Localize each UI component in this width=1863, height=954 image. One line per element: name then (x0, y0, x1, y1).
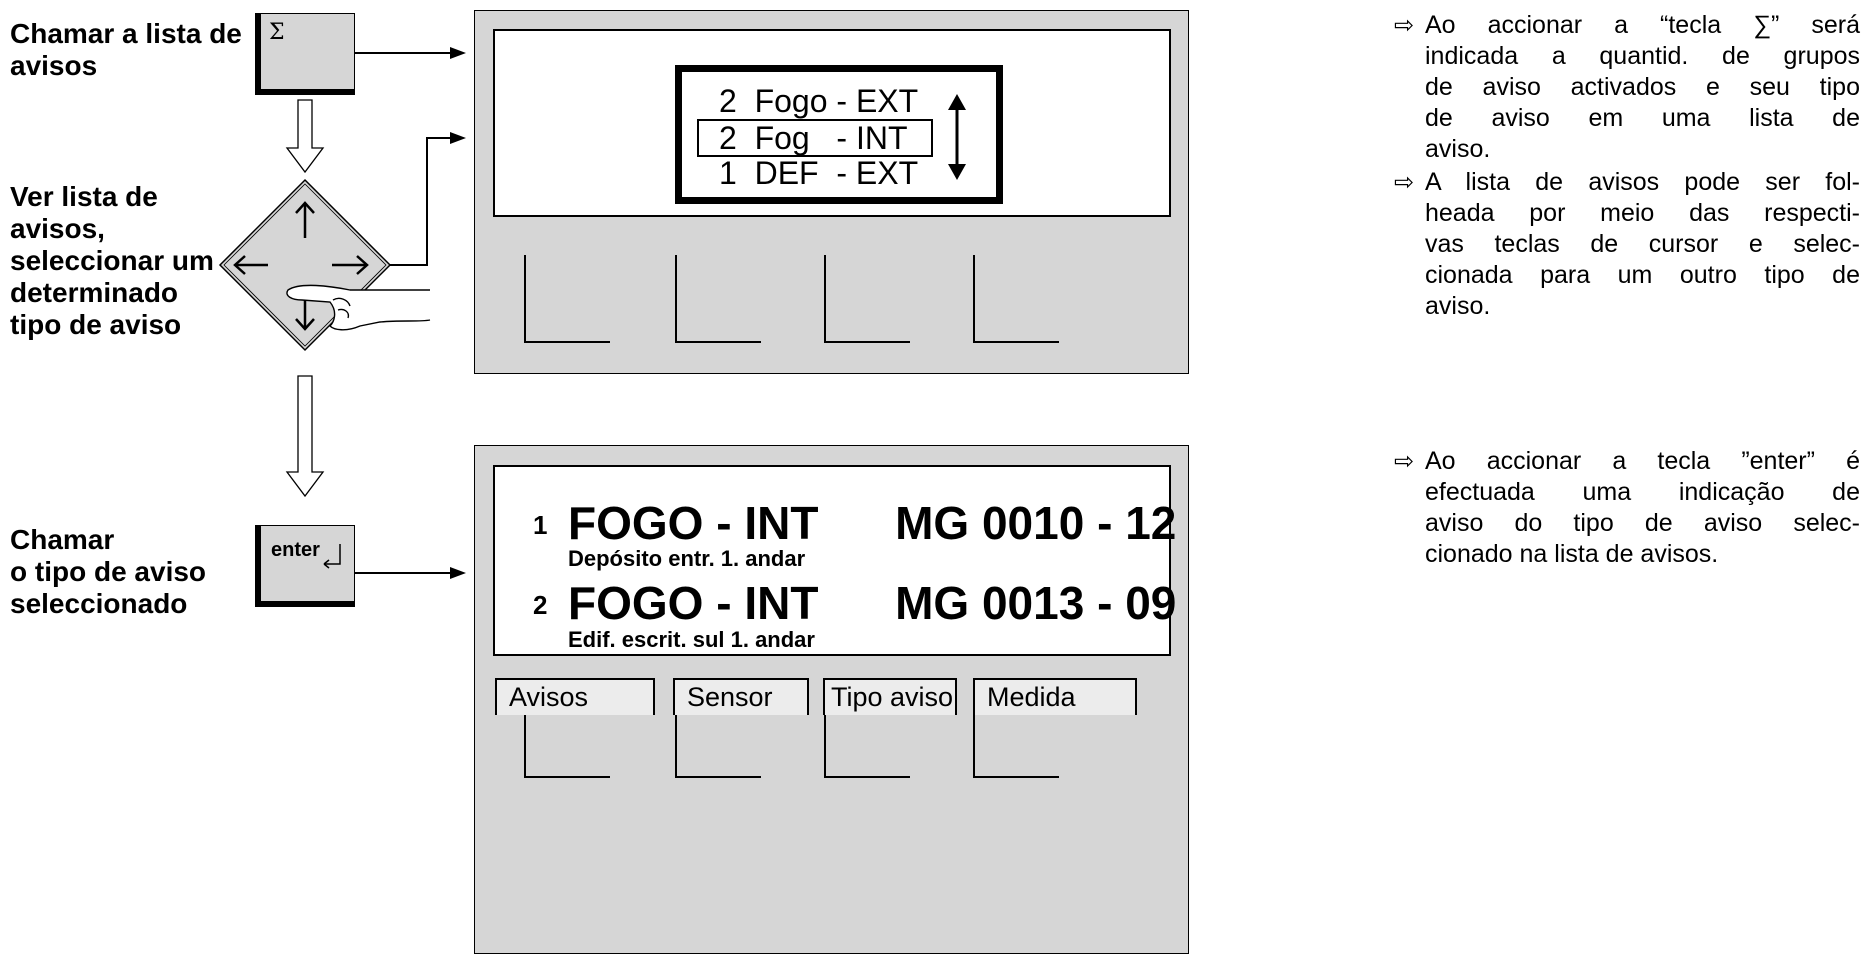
description-line: Ao accionar a tecla ”enter” é (1425, 447, 1860, 475)
step-label-line: o tipo de aviso (10, 556, 207, 587)
description-line: cionado na lista de avisos. (1425, 540, 1719, 568)
softkey-3[interactable] (824, 255, 910, 343)
softkey-2[interactable] (675, 255, 761, 343)
step-label-line: Chamar a lista de (10, 18, 242, 49)
top-display-screen: 2 Fogo - EXT 2 Fog - INT 1 DEF - EXT (493, 29, 1171, 217)
sigma-key[interactable]: Σ (255, 13, 355, 95)
step-label-line: determinado (10, 277, 179, 308)
list-item[interactable]: 2 Fogo - EXT (719, 83, 919, 119)
description-line: heada por meio das respecti- (1425, 199, 1860, 227)
message-title: FOGO - INT MG 0013 - 09 (568, 577, 1177, 629)
step-label-line: Ver lista de (10, 181, 158, 212)
step-label-line: seleccionar um (10, 245, 214, 276)
description-call-list: Ao accionar a “tecla ∑” será indicada a … (1425, 10, 1860, 165)
key-shadow (255, 526, 261, 606)
softkey-tab-avisos[interactable]: Avisos (495, 678, 655, 715)
pressing-hand-icon (286, 284, 431, 331)
scroll-up-down-icon (948, 94, 966, 180)
step-label-call-type: Chamar o tipo de aviso seleccionado (10, 524, 206, 620)
flow-arrow-down-icon (285, 99, 325, 174)
message-number: 2 (533, 590, 548, 620)
cursor-keys-diagram (218, 47, 466, 579)
description-line: aviso do tipo de aviso selec- (1425, 509, 1860, 537)
message-location: Edif. escrit. sul 1. andar (568, 627, 815, 652)
step-label-line: avisos, (10, 213, 105, 244)
bullet-arrow-icon: ⇨ (1394, 448, 1415, 475)
step-label-line: Chamar (10, 524, 115, 555)
key-shadow (255, 14, 261, 94)
softkey-4[interactable] (973, 255, 1059, 343)
bullet-arrow-icon: ⇨ (1394, 169, 1415, 196)
message-number: 1 (533, 510, 548, 540)
softkey-1[interactable] (524, 255, 610, 343)
softkey-2[interactable] (675, 690, 761, 778)
step-label-line: seleccionado (10, 588, 188, 619)
softkey-tab-sensor[interactable]: Sensor (673, 678, 809, 715)
sigma-key-label: Σ (269, 20, 285, 45)
enter-key-label: enter (271, 539, 320, 561)
connector-arrow-icon (390, 132, 466, 266)
description-line: aviso. (1425, 135, 1491, 163)
flow-arrow-down-icon (285, 375, 325, 498)
description-line: de aviso em uma lista de (1425, 104, 1860, 132)
list-item[interactable]: 1 DEF - EXT (719, 155, 919, 191)
softkey-tab-medida[interactable]: Medida (973, 678, 1137, 715)
step-label-line: tipo de aviso (10, 309, 182, 340)
description-enter: Ao accionar a tecla ”enter” é efectuada … (1425, 446, 1860, 570)
list-item-label: 2 Fog - INT (719, 120, 908, 156)
softkey-3[interactable] (824, 690, 910, 778)
message-location: Depósito entr. 1. andar (568, 546, 806, 571)
enter-return-icon (323, 544, 341, 569)
description-line: vas teclas de cursor e selec- (1425, 230, 1860, 258)
description-line: aviso. (1425, 292, 1491, 320)
list-item-selected[interactable]: 2 Fog - INT (697, 119, 933, 157)
connector-arrow-icon (355, 47, 466, 59)
enter-key[interactable]: enter (255, 525, 355, 607)
description-line: Ao accionar a “tecla ∑” será (1425, 11, 1860, 39)
bottom-display-screen (493, 465, 1171, 656)
description-line: A lista de avisos pode ser fol- (1425, 168, 1860, 196)
arrow-right-icon (332, 255, 369, 275)
key-shadow (255, 601, 354, 607)
description-line: indicada a quantid. de grupos (1425, 42, 1860, 70)
arrow-left-icon (233, 255, 268, 275)
description-line: de aviso activados e seu tipo (1425, 73, 1860, 101)
arrow-down-icon (295, 296, 315, 331)
arrow-up-icon (295, 201, 315, 238)
step-label-view-list: Ver lista de avisos, seleccionar um dete… (10, 181, 214, 341)
step-label-line: avisos (10, 50, 98, 81)
connector-arrow-icon (355, 567, 466, 579)
softkey-tab-tipo-aviso[interactable]: Tipo aviso (823, 678, 957, 715)
description-line: efectuada uma indicação de (1425, 478, 1860, 506)
step-label-call-list: Chamar a lista de avisos (10, 18, 242, 82)
softkey-1[interactable] (524, 690, 610, 778)
description-line: cionada para um outro tipo de (1425, 261, 1860, 289)
key-shadow (255, 89, 354, 95)
top-control-panel: 2 Fogo - EXT 2 Fog - INT 1 DEF - EXT (474, 10, 1189, 374)
bullet-arrow-icon: ⇨ (1394, 12, 1415, 39)
message-group-list-box: 2 Fogo - EXT 2 Fog - INT 1 DEF - EXT (675, 65, 1003, 204)
softkey-4[interactable] (973, 690, 1059, 778)
description-browse-list: A lista de avisos pode ser fol- heada po… (1425, 167, 1860, 322)
message-title: FOGO - INT MG 0010 - 12 (568, 497, 1177, 549)
